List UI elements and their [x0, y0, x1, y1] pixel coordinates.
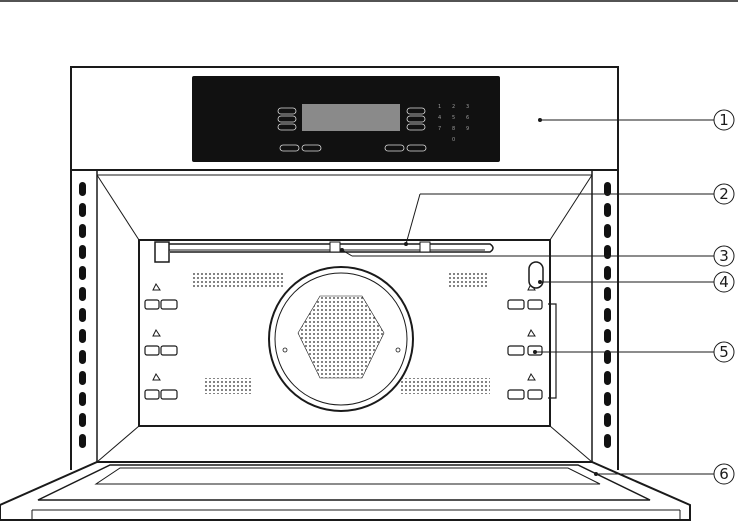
side-slot — [79, 266, 86, 280]
rack-rung — [161, 390, 177, 399]
keypad-key: 8 — [452, 126, 455, 132]
keypad-key: 9 — [466, 126, 469, 132]
right-side-slots — [604, 182, 611, 448]
vent-grille-top-left — [193, 271, 283, 289]
rack-rung — [508, 346, 524, 355]
keypad-key: 3 — [466, 104, 469, 110]
callout-5: 5 — [714, 342, 734, 362]
side-slot — [604, 245, 611, 259]
side-slot — [604, 329, 611, 343]
bottom-button-3 — [385, 145, 404, 151]
side-slot — [79, 182, 86, 196]
side-slot — [79, 224, 86, 238]
left-side-slots — [79, 182, 86, 448]
bottom-button-2 — [302, 145, 321, 151]
side-slot — [604, 434, 611, 448]
side-slot — [604, 308, 611, 322]
bottom-button-1 — [280, 145, 299, 151]
cavity-corner-tl — [97, 175, 139, 240]
side-slot — [79, 203, 86, 217]
callout-2-label: 2 — [719, 185, 729, 203]
side-slot — [79, 308, 86, 322]
side-slot — [604, 392, 611, 406]
keypad-key: 5 — [452, 115, 455, 121]
rack-rung — [528, 300, 542, 309]
callout-1-label: 1 — [719, 111, 729, 129]
cavity-corner-bl — [97, 426, 139, 462]
keypad-key: 4 — [438, 115, 441, 121]
rack-rung — [508, 390, 524, 399]
keypad-key: 0 — [452, 137, 455, 143]
cavity-corner-br — [550, 426, 592, 462]
side-slot — [79, 329, 86, 343]
left-button-1 — [278, 108, 296, 114]
rack-rung — [145, 300, 159, 309]
right-button-2 — [407, 116, 425, 122]
keypad-key: 7 — [438, 126, 441, 132]
left-button-2 — [278, 116, 296, 122]
callout-6-label: 6 — [719, 465, 729, 483]
rack-rung — [161, 300, 177, 309]
side-slot — [604, 266, 611, 280]
callout-3-label: 3 — [719, 247, 729, 265]
callout-6: 6 — [714, 464, 734, 484]
keypad-key: 6 — [466, 115, 469, 121]
vent-grille-bottom-left — [205, 378, 253, 394]
side-slot — [79, 434, 86, 448]
keypad-key: 2 — [452, 104, 455, 110]
display-screen — [302, 104, 400, 131]
cavity-corner-tr — [550, 175, 592, 240]
rack-rung — [145, 346, 159, 355]
side-slot — [79, 413, 86, 427]
right-button-3 — [407, 124, 425, 130]
side-slot — [604, 371, 611, 385]
callout-5-label: 5 — [719, 343, 729, 361]
control-panel: 1 2 3 4 5 6 7 8 9 0 — [192, 76, 500, 162]
left-button-3 — [278, 124, 296, 130]
rack-rung — [161, 346, 177, 355]
callout-4-label: 4 — [719, 273, 729, 291]
side-slot — [79, 245, 86, 259]
rack-rung — [508, 300, 524, 309]
oven-door — [0, 462, 690, 520]
callout-3: 3 — [714, 246, 734, 266]
side-slot — [604, 413, 611, 427]
convection-fan-cover — [269, 267, 413, 411]
side-slot — [79, 350, 86, 364]
side-slot — [79, 287, 86, 301]
callout-2: 2 — [714, 184, 734, 204]
vent-grille-top-right — [447, 271, 489, 289]
side-slot — [604, 287, 611, 301]
side-slot — [79, 371, 86, 385]
keypad-key: 1 — [438, 104, 441, 110]
callout-4: 4 — [714, 272, 734, 292]
oven-light — [529, 262, 543, 288]
rack-rung — [528, 390, 542, 399]
bottom-button-4 — [407, 145, 426, 151]
rack-rung — [145, 390, 159, 399]
vent-grille-bottom-right — [400, 378, 490, 394]
side-slot — [604, 203, 611, 217]
side-slot — [79, 392, 86, 406]
side-slot — [604, 224, 611, 238]
callout-1: 1 — [714, 110, 734, 130]
right-button-1 — [407, 108, 425, 114]
